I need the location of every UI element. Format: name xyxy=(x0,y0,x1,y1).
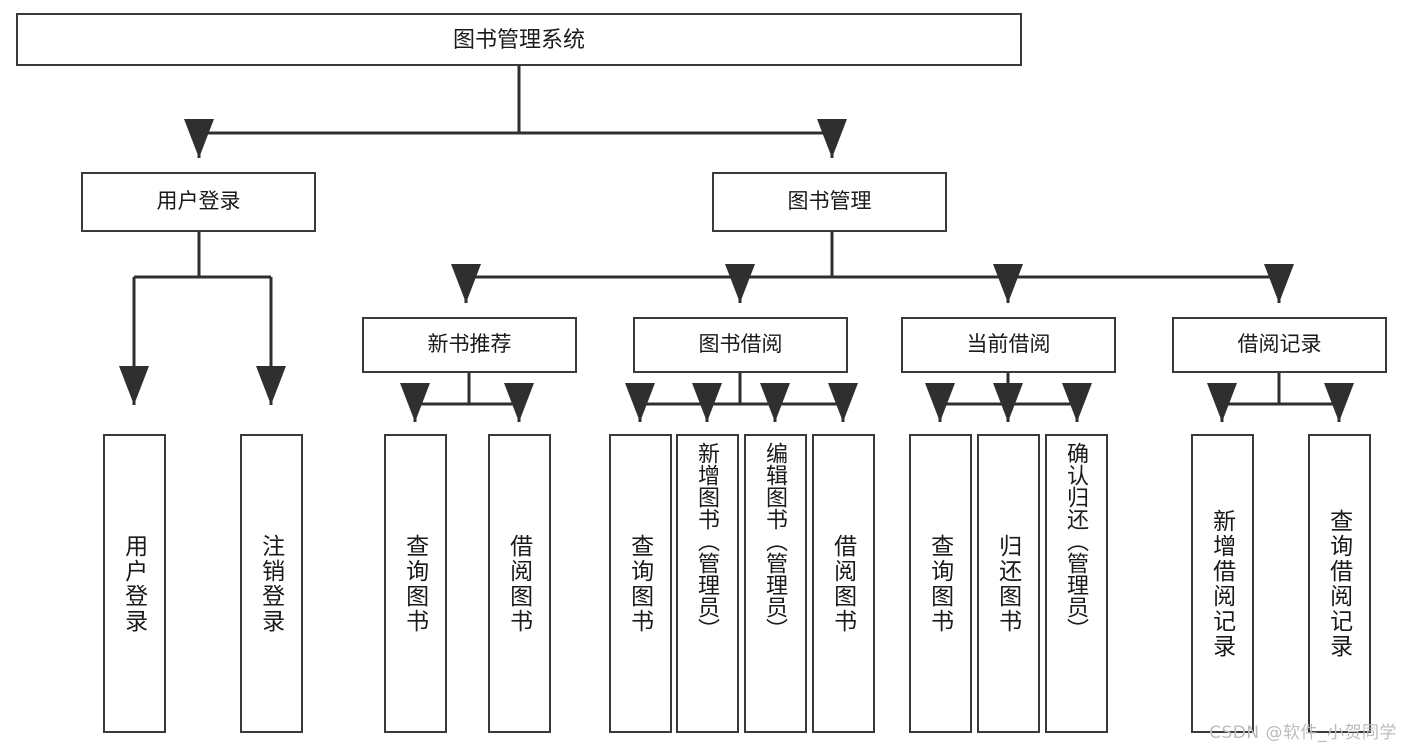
node-label: 查询借阅记录 xyxy=(1326,508,1353,659)
leaf-edit-book-admin[interactable]: 编辑图书（管理员） xyxy=(744,434,807,733)
node-label: 注销登录 xyxy=(258,533,285,634)
node-label: 新增借阅记录 xyxy=(1209,508,1236,659)
node-label: 查询图书 xyxy=(627,533,654,634)
leaf-logout[interactable]: 注销登录 xyxy=(240,434,303,733)
node-label: 查询图书 xyxy=(927,533,954,634)
leaf-add-borrow-record[interactable]: 新增借阅记录 xyxy=(1191,434,1254,733)
leaf-return-book[interactable]: 归还图书 xyxy=(977,434,1040,733)
leaf-query-borrow-record[interactable]: 查询借阅记录 xyxy=(1308,434,1371,733)
node-label: 用户登录 xyxy=(121,533,148,634)
node-new-book-recommend[interactable]: 新书推荐 xyxy=(362,317,577,373)
leaf-query-book-current[interactable]: 查询图书 xyxy=(909,434,972,733)
node-label: 新书推荐 xyxy=(427,332,512,356)
node-label: 借阅图书 xyxy=(506,533,533,634)
node-book-borrow[interactable]: 图书借阅 xyxy=(633,317,848,373)
node-label: 图书借阅 xyxy=(698,332,783,356)
leaf-query-book-borrow[interactable]: 查询图书 xyxy=(609,434,672,733)
node-root-book-management-system[interactable]: 图书管理系统 xyxy=(16,13,1022,66)
node-label: 确认归还（管理员） xyxy=(1064,442,1090,640)
node-borrow-record[interactable]: 借阅记录 xyxy=(1172,317,1387,373)
node-label: 借阅图书 xyxy=(830,533,857,634)
leaf-borrow-book[interactable]: 借阅图书 xyxy=(812,434,875,733)
node-label: 用户登录 xyxy=(156,189,241,213)
node-label: 当前借阅 xyxy=(966,332,1051,356)
node-label: 查询图书 xyxy=(402,533,429,634)
node-label: 新增图书（管理员） xyxy=(695,442,721,640)
node-user-login[interactable]: 用户登录 xyxy=(81,172,316,232)
leaf-confirm-return-admin[interactable]: 确认归还（管理员） xyxy=(1045,434,1108,733)
node-label: 编辑图书（管理员） xyxy=(763,442,789,640)
csdn-watermark: CSDN @软件_小贺同学 xyxy=(1209,723,1397,743)
node-book-management[interactable]: 图书管理 xyxy=(712,172,947,232)
leaf-borrow-book-recommend[interactable]: 借阅图书 xyxy=(488,434,551,733)
leaf-query-book-recommend[interactable]: 查询图书 xyxy=(384,434,447,733)
node-label: 归还图书 xyxy=(995,533,1022,634)
leaf-user-login[interactable]: 用户登录 xyxy=(103,434,166,733)
node-label: 图书管理系统 xyxy=(452,26,585,52)
leaf-add-book-admin[interactable]: 新增图书（管理员） xyxy=(676,434,739,733)
node-current-borrow[interactable]: 当前借阅 xyxy=(901,317,1116,373)
node-label: 借阅记录 xyxy=(1237,332,1322,356)
node-label: 图书管理 xyxy=(787,189,872,213)
